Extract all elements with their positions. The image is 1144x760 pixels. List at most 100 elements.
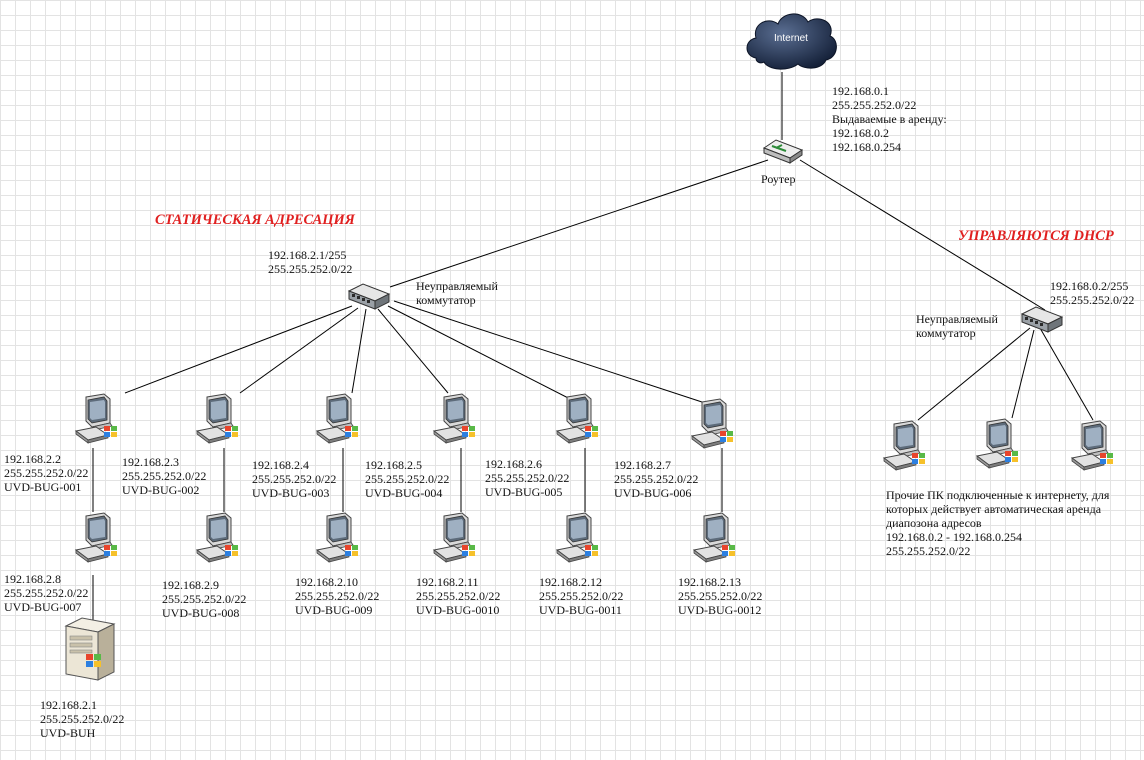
pc-ip: 192.168.2.8 [4, 572, 61, 586]
pc-ip: 192.168.2.13 [678, 575, 741, 589]
pc-icon [555, 512, 603, 564]
link-router-left-switch [389, 159, 769, 288]
windows-logo-icon [345, 545, 358, 556]
windows-logo-icon [1100, 453, 1113, 464]
switch-right-info-line: 192.168.0.2/255 [1050, 279, 1129, 293]
server-ip: 192.168.2.1 [40, 698, 97, 712]
pc-hostname: UVD-BUG-005 [485, 485, 563, 499]
pc-label: 192.168.2.4 255.255.252.0/22 UVD-BUG-003 [252, 458, 336, 500]
pc-label: 192.168.2.3 255.255.252.0/22 UVD-BUG-002 [122, 455, 206, 497]
pc-icon [555, 393, 603, 445]
pc-ip: 192.168.2.2 [4, 452, 61, 466]
router-info-line: Выдаваемые в аренду: [832, 112, 947, 126]
link-rswitch-pc-c [1039, 327, 1094, 421]
pc-hostname: UVD-BUG-001 [4, 480, 82, 494]
pc-mask: 255.255.252.0/22 [4, 466, 89, 480]
pc-icon [692, 512, 740, 564]
pc-hostname: UVD-BUG-0012 [678, 603, 762, 617]
link-switch-pc4 [377, 308, 449, 394]
router-info-line: 192.168.0.254 [832, 140, 901, 154]
switch-right-info: 192.168.0.2/255 255.255.252.0/22 [1050, 279, 1134, 307]
pc-label: 192.168.2.9 255.255.252.0/22 UVD-BUG-008 [162, 578, 246, 620]
pc-label: 192.168.2.11 255.255.252.0/22 UVD-BUG-00… [416, 575, 500, 617]
router-name: Роутер [761, 172, 796, 186]
pc-icon [882, 420, 930, 472]
link-switch-pc1 [124, 305, 353, 394]
switch-left-info: 192.168.2.1/255 255.255.252.0/22 [268, 248, 352, 276]
pc-label: 192.168.2.2 255.255.252.0/22 UVD-BUG-001 [4, 452, 88, 494]
pc-hostname: UVD-BUG-0010 [416, 603, 500, 617]
pc-ip: 192.168.2.6 [485, 457, 542, 471]
switch-left-label-line: Неуправляемый [416, 279, 498, 293]
pc-icon [1070, 420, 1118, 472]
dhcp-section-title: УПРАВЛЯЮТСЯ DHCP [958, 228, 1114, 244]
windows-logo-icon [104, 545, 117, 556]
pc-mask: 255.255.252.0/22 [614, 472, 699, 486]
pc-icon [315, 512, 363, 564]
pc-label: 192.168.2.12 255.255.252.0/22 UVD-BUG-00… [539, 575, 623, 617]
pc-ip: 192.168.2.10 [295, 575, 358, 589]
windows-logo-icon [345, 426, 358, 437]
windows-logo-icon [462, 426, 475, 437]
pc-mask: 255.255.252.0/22 [485, 471, 570, 485]
dhcp-note-line: 192.168.0.2 - 192.168.0.254 [886, 530, 1022, 544]
pc-hostname: UVD-BUG-006 [614, 486, 692, 500]
pc-label: 192.168.2.10 255.255.252.0/22 UVD-BUG-00… [295, 575, 379, 617]
pc-mask: 255.255.252.0/22 [416, 589, 501, 603]
windows-logo-icon [912, 453, 925, 464]
pc-icon [195, 512, 243, 564]
link-switch-pc2 [239, 307, 359, 394]
dhcp-note: Прочие ПК подключенные к интернету, для … [886, 488, 1109, 558]
pc-label: 192.168.2.8 255.255.252.0/22 UVD-BUG-007 [4, 572, 88, 614]
switch-left-info-line: 192.168.2.1/255 [268, 248, 347, 262]
pc-icon [74, 393, 122, 445]
pc-mask: 255.255.252.0/22 [678, 589, 763, 603]
pc-ip: 192.168.2.5 [365, 458, 422, 472]
pc-mask: 255.255.252.0/22 [252, 472, 337, 486]
pc-icon [975, 418, 1023, 470]
pc-icon [432, 393, 480, 445]
dhcp-note-line: 255.255.252.0/22 [886, 544, 971, 558]
server-hostname: UVD-BUH [40, 726, 96, 740]
pc-mask: 255.255.252.0/22 [539, 589, 624, 603]
link-rswitch-pc-b [1011, 329, 1035, 419]
dhcp-note-line: Прочие ПК подключенные к интернету, для [886, 488, 1110, 502]
pc-hostname: UVD-BUG-008 [162, 606, 240, 620]
switch-left-icon [347, 283, 391, 311]
link-switch-pc3 [351, 308, 367, 394]
pc-hostname: UVD-BUG-004 [365, 486, 443, 500]
pc-ip: 192.168.2.12 [539, 575, 602, 589]
pc-ip: 192.168.2.3 [122, 455, 179, 469]
pc-icon [195, 393, 243, 445]
pc-label: 192.168.2.7 255.255.252.0/22 UVD-BUG-006 [614, 458, 698, 500]
switch-right-info-line: 255.255.252.0/22 [1050, 293, 1135, 307]
dhcp-note-line: которых действует автоматическая аренда [886, 502, 1102, 516]
link-rswitch-pc-a [917, 327, 1031, 421]
pc-mask: 255.255.252.0/22 [295, 589, 380, 603]
switch-right-label: Неуправляемый коммутатор [916, 312, 998, 340]
pc-icon [432, 512, 480, 564]
router-info-line: 192.168.0.1 [832, 84, 889, 98]
windows-logo-icon [585, 426, 598, 437]
router-info-line: 255.255.252.0/22 [832, 98, 917, 112]
pc-icon [74, 512, 122, 564]
switch-right-label-line: коммутатор [916, 326, 976, 340]
windows-logo-icon [585, 545, 598, 556]
pc-mask: 255.255.252.0/22 [162, 592, 247, 606]
router-info-line: 192.168.0.2 [832, 126, 889, 140]
internet-cloud-icon: Internet [742, 6, 840, 72]
pc-icon [690, 398, 738, 450]
windows-logo-icon [1005, 451, 1018, 462]
static-section-title: СТАТИЧЕСКАЯ АДРЕСАЦИЯ [155, 212, 355, 228]
server-label: 192.168.2.1 255.255.252.0/22 UVD-BUH [40, 698, 124, 740]
pc-label: 192.168.2.6 255.255.252.0/22 UVD-BUG-005 [485, 457, 569, 499]
pc-hostname: UVD-BUG-007 [4, 600, 82, 614]
pc-label: 192.168.2.13 255.255.252.0/22 UVD-BUG-00… [678, 575, 762, 617]
windows-logo-icon [104, 426, 117, 437]
switch-left-label: Неуправляемый коммутатор [416, 279, 498, 307]
pc-ip: 192.168.2.4 [252, 458, 309, 472]
link-router-right-switch [799, 159, 1046, 311]
router-info: 192.168.0.1 255.255.252.0/22 Выдаваемые … [832, 84, 947, 154]
switch-left-label-line: коммутатор [416, 293, 476, 307]
